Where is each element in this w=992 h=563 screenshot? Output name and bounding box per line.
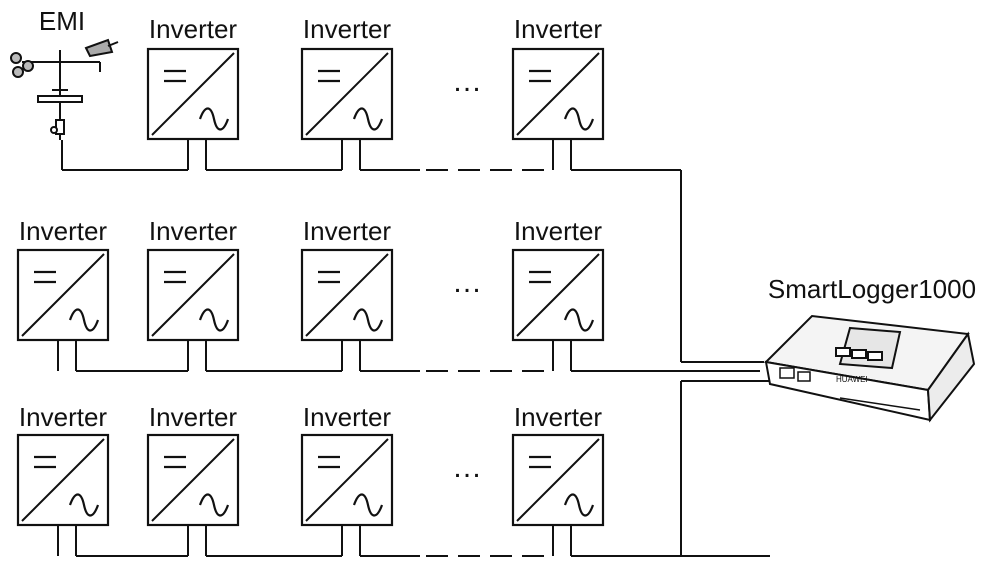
ac-symbol-icon [352, 308, 384, 332]
emi-label: EMI [39, 6, 85, 36]
inverter: Inverter [511, 402, 605, 527]
ac-symbol-icon [198, 107, 230, 131]
inverter-diagonal [305, 253, 389, 337]
inverter: Inverter [300, 14, 394, 141]
inverter: Inverter [146, 14, 240, 141]
ac-symbol-icon [352, 107, 384, 131]
inverter-label: Inverter [303, 14, 391, 44]
inverter-row-2: Inverter Inverter Inverter Inverter … [16, 216, 760, 372]
inverter-diagonal [151, 438, 235, 522]
inverter-label: Inverter [149, 14, 237, 44]
ac-symbol-icon [563, 107, 595, 131]
svg-text:HUAWEI: HUAWEI [836, 375, 868, 384]
ellipsis: … [452, 266, 484, 299]
ac-symbol-icon [352, 493, 384, 517]
smartlogger-device-icon: HUAWEI [763, 314, 976, 423]
inverter-diagonal [305, 438, 389, 522]
inverter-diagonal [516, 52, 600, 136]
inverter-label: Inverter [514, 216, 602, 246]
inverter: Inverter [16, 402, 110, 527]
inverter-diagonal [516, 253, 600, 337]
inverter-label: Inverter [149, 402, 237, 432]
emi-weather-station-icon [10, 38, 119, 140]
inverter-row-3: Inverter Inverter Inverter Inverter … [16, 402, 770, 557]
ellipsis: … [452, 65, 484, 98]
ac-symbol-icon [198, 308, 230, 332]
inverter-diagonal [151, 52, 235, 136]
ac-symbol-icon [68, 308, 100, 332]
inverter-label: Inverter [19, 216, 107, 246]
inverter-diagonal [305, 52, 389, 136]
inverter: Inverter [300, 402, 394, 527]
ac-symbol-icon [198, 493, 230, 517]
inverter: Inverter [300, 216, 394, 342]
inverter-label: Inverter [303, 402, 391, 432]
inverter-label: Inverter [149, 216, 237, 246]
ellipsis: … [452, 451, 484, 484]
inverter-diagonal [516, 438, 600, 522]
inverter-label: Inverter [19, 402, 107, 432]
ac-symbol-icon [68, 493, 100, 517]
inverter-label: Inverter [514, 14, 602, 44]
inverter-diagonal [21, 438, 105, 522]
inverter-diagonal [151, 253, 235, 337]
inverter-diagonal [21, 253, 105, 337]
ac-symbol-icon [563, 493, 595, 517]
inverter: Inverter [16, 216, 110, 342]
inverter: Inverter [511, 216, 605, 342]
inverter-row-1: Inverter Inverter Inverter … [62, 14, 681, 171]
inverter-label: Inverter [303, 216, 391, 246]
inverter: Inverter [146, 216, 240, 342]
ac-symbol-icon [563, 308, 595, 332]
inverter: Inverter [511, 14, 605, 141]
smartlogger-label: SmartLogger1000 [768, 274, 976, 304]
inverter: Inverter [146, 402, 240, 527]
inverter-label: Inverter [514, 402, 602, 432]
